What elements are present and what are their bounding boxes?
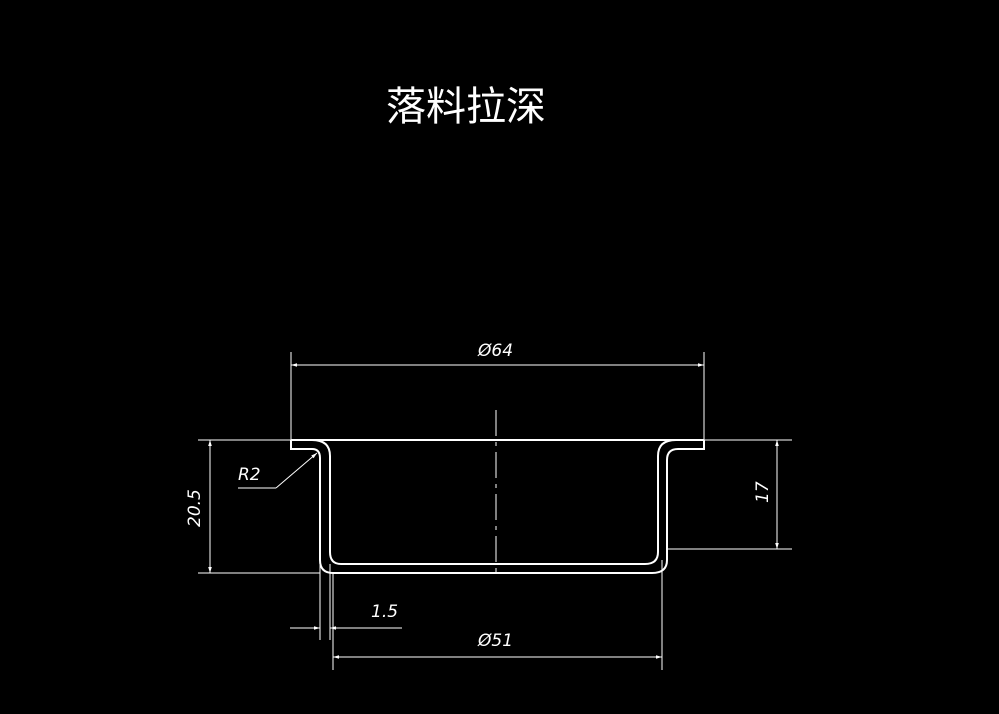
drawing-title: 落料拉深 xyxy=(386,84,546,130)
dim-inner-diameter: Ø51 xyxy=(477,631,513,651)
cup-outer-profile xyxy=(290,440,705,574)
dim-outer-diameter: Ø64 xyxy=(477,341,513,361)
dim-total-height: 20.5 xyxy=(185,489,205,527)
dim-thickness: 1.5 xyxy=(371,602,398,622)
dim-radius: R2 xyxy=(238,465,261,485)
dim-inner-height: 17 xyxy=(753,481,773,503)
leader-arrow-r2 xyxy=(275,452,318,489)
cup-inner-profile xyxy=(311,439,677,565)
